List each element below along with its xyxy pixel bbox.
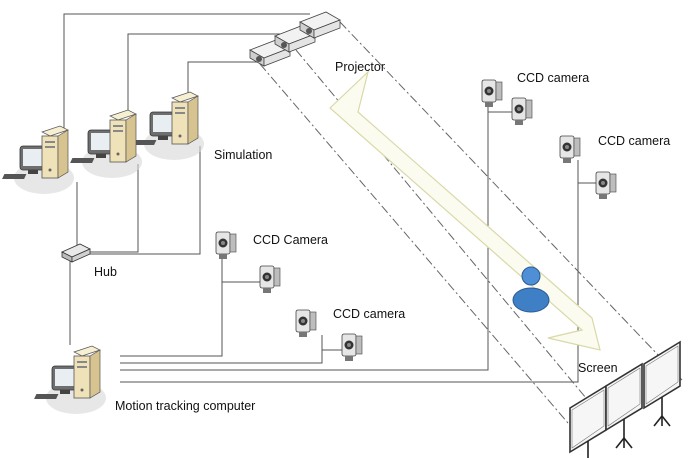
wire-cam3 — [120, 255, 223, 357]
hub-icon — [61, 243, 91, 263]
ccd-camera-icon — [215, 79, 617, 362]
computer-icon — [1, 91, 205, 195]
wiring — [63, 13, 600, 383]
wire-cam2 — [120, 160, 579, 383]
ccd-camera-label: CCD Camera — [253, 233, 329, 247]
wire-hub-sim3 — [84, 146, 201, 255]
wire-sim2-projector — [127, 33, 285, 110]
projector-label: Projector — [335, 60, 386, 74]
projection-lines — [259, 21, 683, 431]
wire-cam4 — [120, 335, 323, 364]
ccd-camera-label: CCD camera — [517, 71, 590, 85]
wire-hub-sim2 — [84, 164, 139, 253]
screen-panel-icon — [569, 341, 681, 458]
person-icon — [512, 266, 550, 313]
hub-label: Hub — [94, 265, 117, 279]
computer-icon — [33, 345, 107, 415]
simulation-label: Simulation — [214, 148, 273, 162]
wire-sim1-projector — [63, 13, 310, 128]
ccd-camera-label: CCD camera — [333, 307, 406, 321]
wire-cam1 — [120, 98, 489, 371]
motion-tracking-computer-label: Motion tracking computer — [115, 399, 256, 413]
wire-sim3-projector — [187, 61, 258, 95]
projector-icon — [249, 11, 341, 67]
screen-label: Screen — [578, 361, 618, 375]
ccd-camera-label: CCD camera — [598, 134, 671, 148]
